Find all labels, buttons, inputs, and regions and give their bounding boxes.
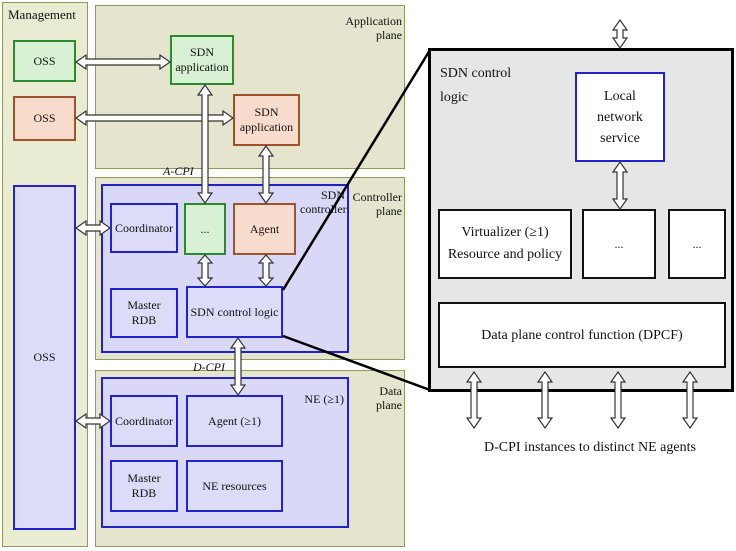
data-plane-label: Data plane <box>376 384 402 412</box>
d-cpi-instances-caption: D-CPI instances to distinct NE agents <box>484 440 696 455</box>
double-arrow-icon <box>74 412 112 430</box>
local-network-service-box: Local network service <box>575 72 665 162</box>
double-arrow-icon <box>74 53 172 71</box>
double-arrow-icon <box>229 336 247 397</box>
management-label: Management <box>8 7 76 22</box>
coordinator-ne: Coordinator <box>110 395 178 447</box>
double-arrow-icon <box>196 83 214 205</box>
agent-ne: Agent (≥1) <box>186 395 283 447</box>
sdn-application-orange: SDN application <box>233 94 300 146</box>
ellipsis-box-2: ... <box>668 209 726 279</box>
sdn-application-green: SDN application <box>170 35 234 85</box>
a-cpi-label: A-CPI <box>163 164 194 178</box>
double-arrow-icon <box>681 370 699 430</box>
double-arrow-icon <box>611 160 629 211</box>
oss-mid-box: OSS <box>13 96 76 141</box>
d-cpi-label: D-CPI <box>193 360 225 374</box>
dpcf-box: Data plane control function (DPCF) <box>438 302 726 368</box>
double-arrow-icon <box>465 370 483 430</box>
double-arrow-icon <box>74 109 235 127</box>
ne-resources: NE resources <box>186 460 283 512</box>
zoom-line-bottom <box>282 334 431 392</box>
ne-label: NE (≥1) <box>304 392 344 406</box>
master-rdb-controller: Master RDB <box>110 288 178 338</box>
double-arrow-icon <box>257 144 275 205</box>
double-arrow-icon <box>609 370 627 430</box>
ellipsis-green-box: ... <box>184 203 226 255</box>
double-arrow-icon <box>536 370 554 430</box>
agent-controller: Agent <box>233 203 296 255</box>
virtualizer-box: Virtualizer (≥1) Resource and policy <box>438 209 572 279</box>
oss-top-box: OSS <box>13 40 76 82</box>
double-arrow-icon <box>257 254 275 287</box>
oss-big-box: OSS <box>13 185 76 530</box>
coordinator-controller: Coordinator <box>110 203 178 253</box>
double-arrow-icon <box>611 18 629 50</box>
zoom-line-top <box>281 49 432 291</box>
master-rdb-ne: Master RDB <box>110 460 178 512</box>
detail-title: SDN control logic <box>440 66 512 105</box>
double-arrow-icon <box>74 219 112 237</box>
application-plane-label: Application plane <box>345 14 402 42</box>
double-arrow-icon <box>196 254 214 287</box>
sdn-control-logic-box: SDN control logic <box>186 286 283 338</box>
ellipsis-box-1: ... <box>582 209 656 279</box>
controller-plane-label: Controller plane <box>352 190 402 218</box>
